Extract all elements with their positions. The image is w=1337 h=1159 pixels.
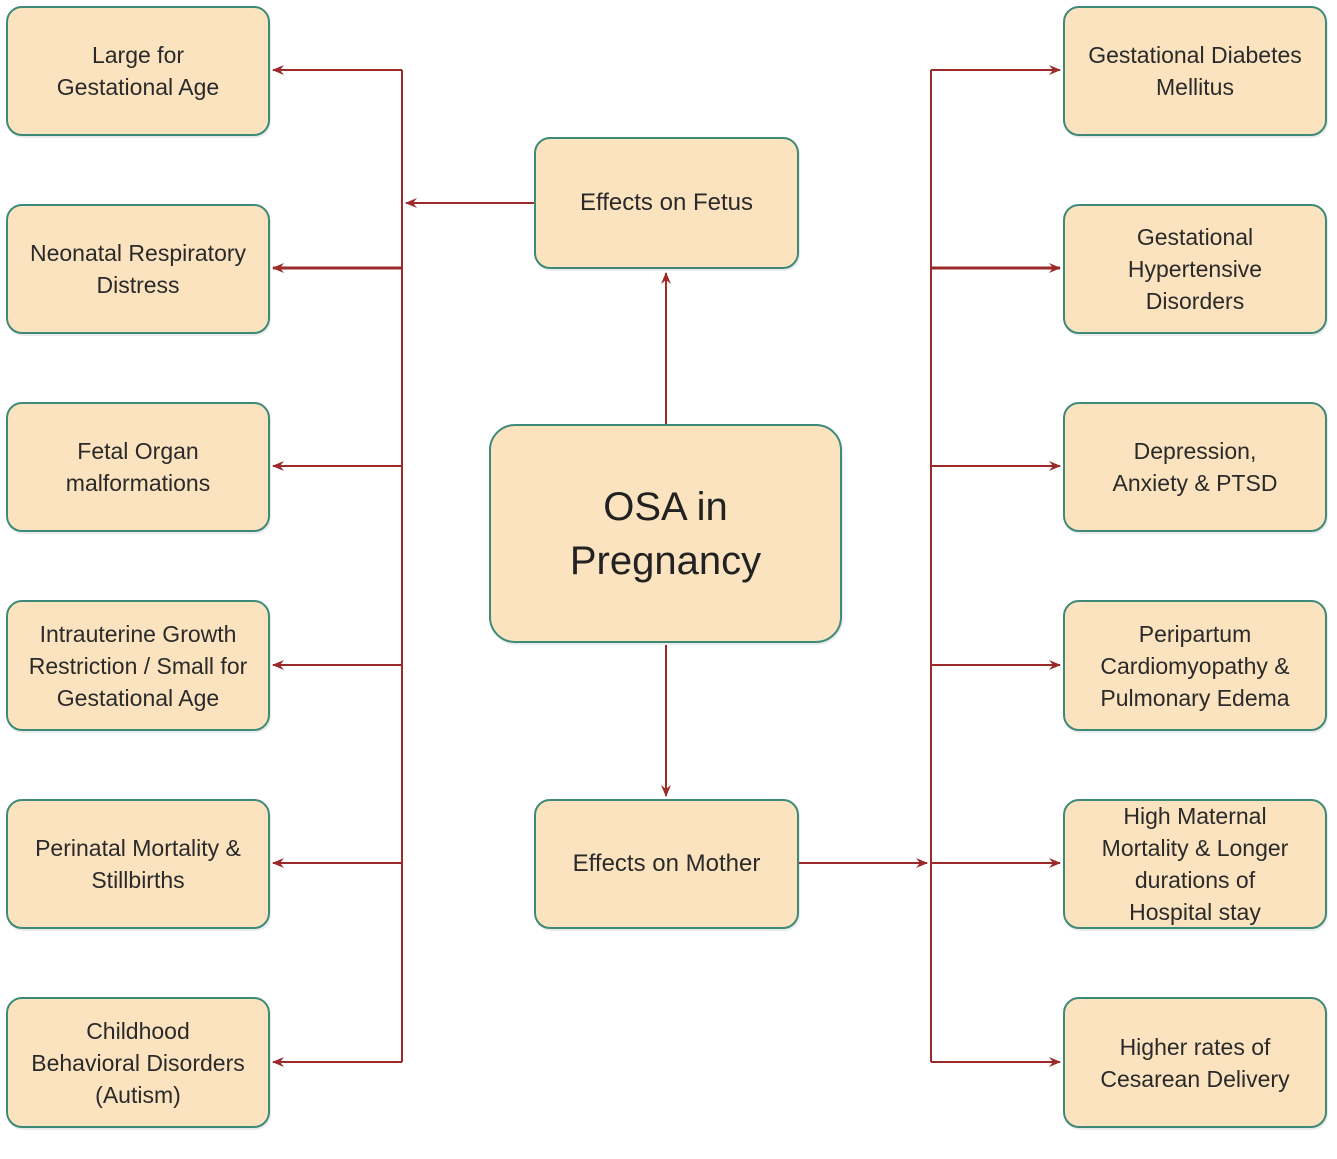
fetus-effect-label: Neonatal Respiratory Distress bbox=[29, 240, 247, 298]
osa-in-pregnancy-label: OSA in Pregnancy bbox=[569, 484, 762, 583]
effects-on-fetus-box: Effects on Fetus bbox=[534, 137, 799, 269]
fetus-effect-intrauterine-growth-restriction: Intrauterine Growth Restriction / Small … bbox=[6, 600, 270, 731]
mother-effect-label: Higher rates of Cesarean Delivery bbox=[1100, 1033, 1290, 1092]
mother-effect-label: High Maternal Mortality & Longer duratio… bbox=[1101, 803, 1289, 925]
fetus-effect-neonatal-respiratory-distress: Neonatal Respiratory Distress bbox=[6, 204, 270, 334]
mother-effect-gestational-diabetes: Gestational Diabetes Mellitus bbox=[1063, 6, 1327, 136]
fetus-effect-large-for-gestational-age: Large for Gestational Age bbox=[6, 6, 270, 136]
mother-effect-peripartum-cardiomyopathy: Peripartum Cardiomyopathy & Pulmonary Ed… bbox=[1063, 600, 1327, 731]
mother-effect-label: Gestational Diabetes Mellitus bbox=[1088, 42, 1302, 100]
fetus-effect-label: Large for Gestational Age bbox=[56, 42, 220, 100]
mother-effect-gestational-hypertensive-disorders: Gestational Hypertensive Disorders bbox=[1063, 204, 1327, 334]
effects-on-fetus-label: Effects on Fetus bbox=[580, 189, 753, 216]
mother-effect-cesarean-delivery: Higher rates of Cesarean Delivery bbox=[1063, 997, 1327, 1128]
fetus-effect-fetal-organ-malformations: Fetal Organ malformations bbox=[6, 402, 270, 532]
mother-effect-label: Peripartum Cardiomyopathy & Pulmonary Ed… bbox=[1100, 620, 1290, 711]
mother-effect-depression-anxiety-ptsd: Depression, Anxiety & PTSD bbox=[1063, 402, 1327, 532]
mother-effect-label: Gestational Hypertensive Disorders bbox=[1127, 224, 1263, 314]
effects-on-mother-box: Effects on Mother bbox=[534, 799, 799, 929]
effects-on-mother-label: Effects on Mother bbox=[572, 850, 761, 877]
fetus-effect-perinatal-mortality: Perinatal Mortality & Stillbirths bbox=[6, 799, 270, 929]
fetus-effect-label: Intrauterine Growth Restriction / Small … bbox=[28, 620, 248, 711]
fetus-effect-childhood-behavioral-disorders: Childhood Behavioral Disorders (Autism) bbox=[6, 997, 270, 1128]
fetus-effect-label: Childhood Behavioral Disorders (Autism) bbox=[31, 1017, 245, 1108]
mother-effect-high-maternal-mortality: High Maternal Mortality & Longer duratio… bbox=[1063, 799, 1327, 929]
osa-in-pregnancy-box: OSA in Pregnancy bbox=[489, 424, 842, 643]
mother-effect-label: Depression, Anxiety & PTSD bbox=[1112, 438, 1278, 496]
fetus-effect-label: Perinatal Mortality & Stillbirths bbox=[35, 835, 241, 893]
fetus-effect-label: Fetal Organ malformations bbox=[65, 438, 211, 496]
